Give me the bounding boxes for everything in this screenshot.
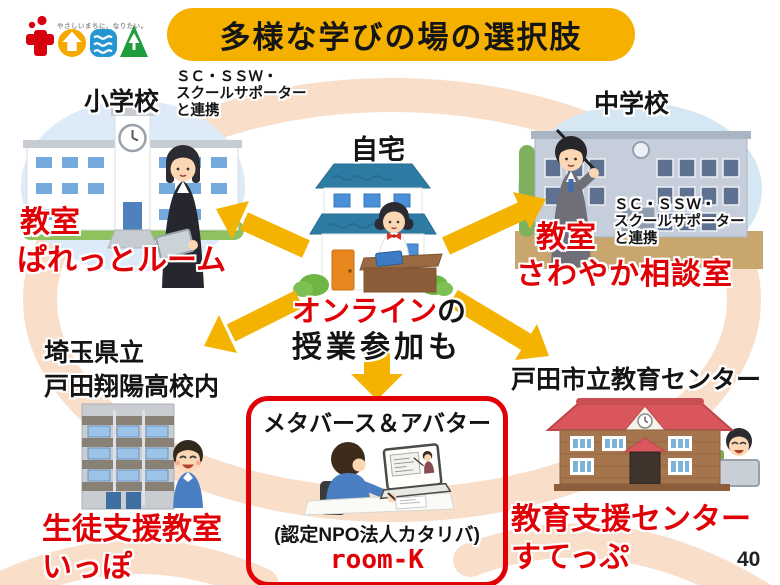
note-junior-high-cooperation: ＳＣ・ＳＳＷ・ スクールサポーター と連携 [614, 197, 745, 248]
caption-class-participation: 授業参加も [292, 331, 462, 364]
high-school-line2: 戸田翔陽高校内 [44, 372, 220, 401]
laptop-woman-illustration [714, 428, 760, 487]
page-title: 多様な学びの場の選択肢 [219, 20, 583, 55]
label-education-center: 戸田市立教育センター [511, 366, 762, 394]
laptop-screen-illustration [379, 443, 452, 500]
elementary-room-name: ぱれっとルーム [17, 244, 227, 277]
note-line: ＳＣ・ＳＳＷ・ [614, 197, 716, 213]
high-school-room-name: いっぽ [42, 551, 132, 584]
metaverse-student-illustration [303, 442, 455, 516]
note-line: スクールサポーター [176, 86, 307, 103]
toda-city-logo [26, 15, 148, 57]
note-elementary-cooperation: ＳＣ・ＳＳＷ・ スクールサポーター と連携 [176, 69, 307, 120]
note-line: ＳＣ・ＳＳＷ・ [176, 69, 278, 85]
label-elementary-school: 小学校 [84, 88, 160, 116]
metaverse-room-name: room-K [330, 545, 424, 575]
education-center-illustration [545, 398, 760, 491]
arrow-to-edu-center [448, 289, 549, 360]
note-line: スクールサポーター [614, 214, 745, 231]
high-school-building-illustration [81, 403, 203, 510]
title-banner: 多様な学びの場の選択肢 [167, 8, 635, 61]
logo-tagline: やさしいまちに、なりたい。 [57, 23, 148, 30]
page-number: 40 [737, 548, 761, 571]
metaverse-org: (認定NPO法人カタリバ) [274, 525, 480, 546]
high-school-line1: 埼玉県立 [44, 339, 145, 367]
label-junior-high-school: 中学校 [594, 90, 670, 118]
home-illustration [293, 163, 453, 297]
junior-high-room-name: さわやか相談室 [516, 258, 733, 291]
label-home: 自宅 [351, 135, 405, 165]
student-boy-illustration [173, 440, 203, 508]
note-line: と連携 [614, 231, 658, 248]
note-line: と連携 [176, 103, 220, 120]
metaverse-title: メタバース＆アバター [263, 410, 491, 436]
education-center-room-name: すてっぷ [511, 541, 630, 574]
label-high-school: 埼玉県立 戸田翔陽高校内 [44, 337, 219, 405]
